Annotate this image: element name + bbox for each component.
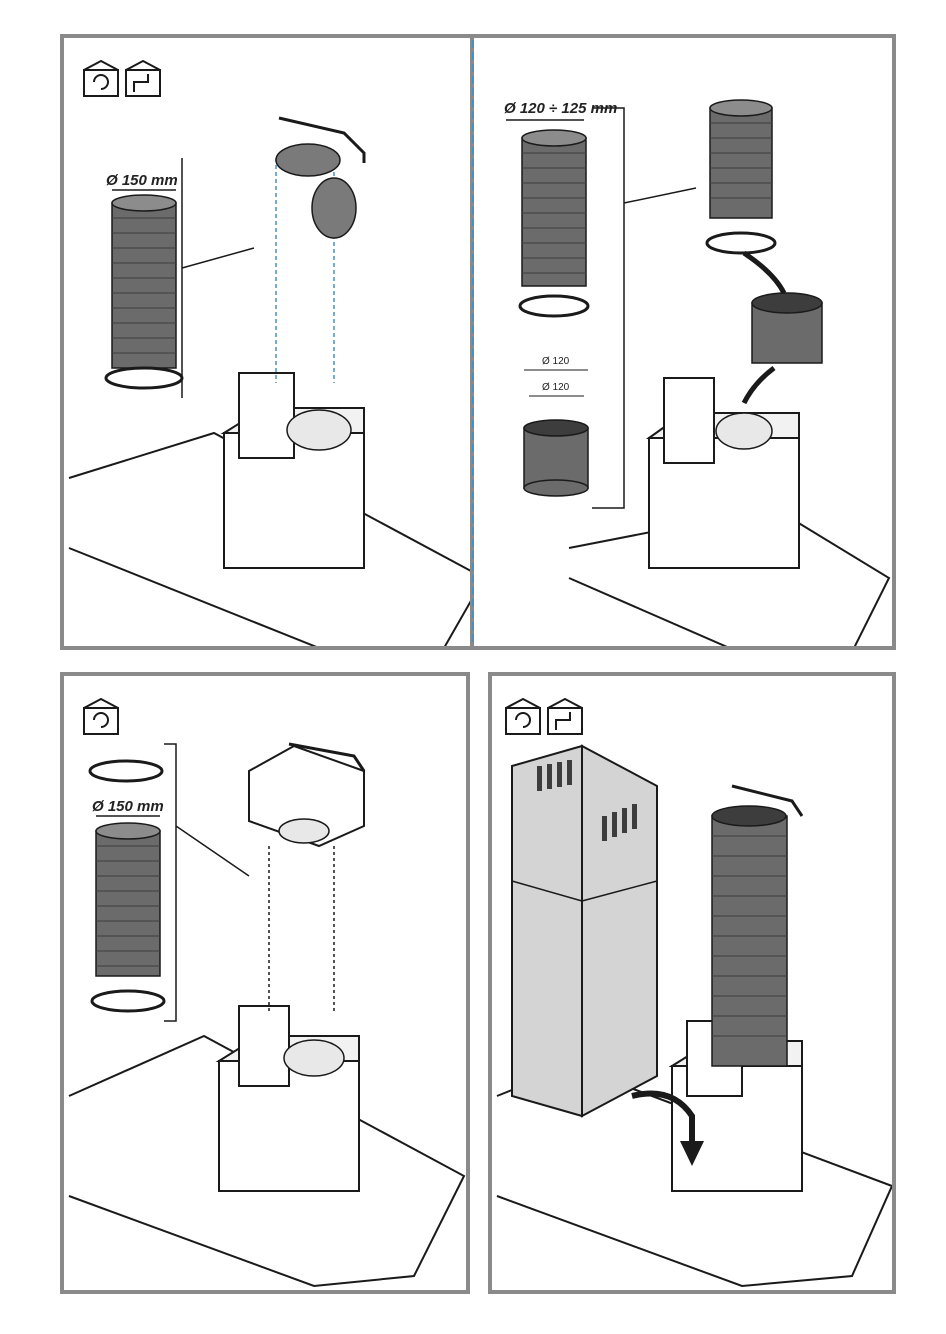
panel-top-left: Ø 150 mm — [60, 34, 474, 650]
ducted-icon — [124, 60, 162, 98]
panel-top-right: Ø 120 ÷ 125 mm Ø 120 Ø 120 — [474, 34, 896, 650]
panel-bottom-left: Ø 150 mm — [60, 672, 470, 1294]
bottom-right-illustration — [492, 676, 896, 1294]
diameter-label: Ø 150 mm — [92, 798, 164, 815]
ducted-icon — [546, 698, 584, 736]
recirculation-icon — [504, 698, 542, 736]
recirculation-icon — [82, 698, 120, 736]
diameter-label: Ø 150 mm — [106, 172, 178, 189]
diameter-label: Ø 120 ÷ 125 mm — [504, 100, 617, 117]
adapter-inner-label: Ø 120 — [542, 382, 569, 393]
bottom-left-illustration — [64, 676, 470, 1294]
panel-bottom-right — [488, 672, 896, 1294]
top-right-illustration — [474, 38, 896, 650]
adapter-outer-label: Ø 120 — [542, 356, 569, 367]
recirculation-icon — [82, 60, 120, 98]
top-left-illustration — [64, 38, 474, 650]
